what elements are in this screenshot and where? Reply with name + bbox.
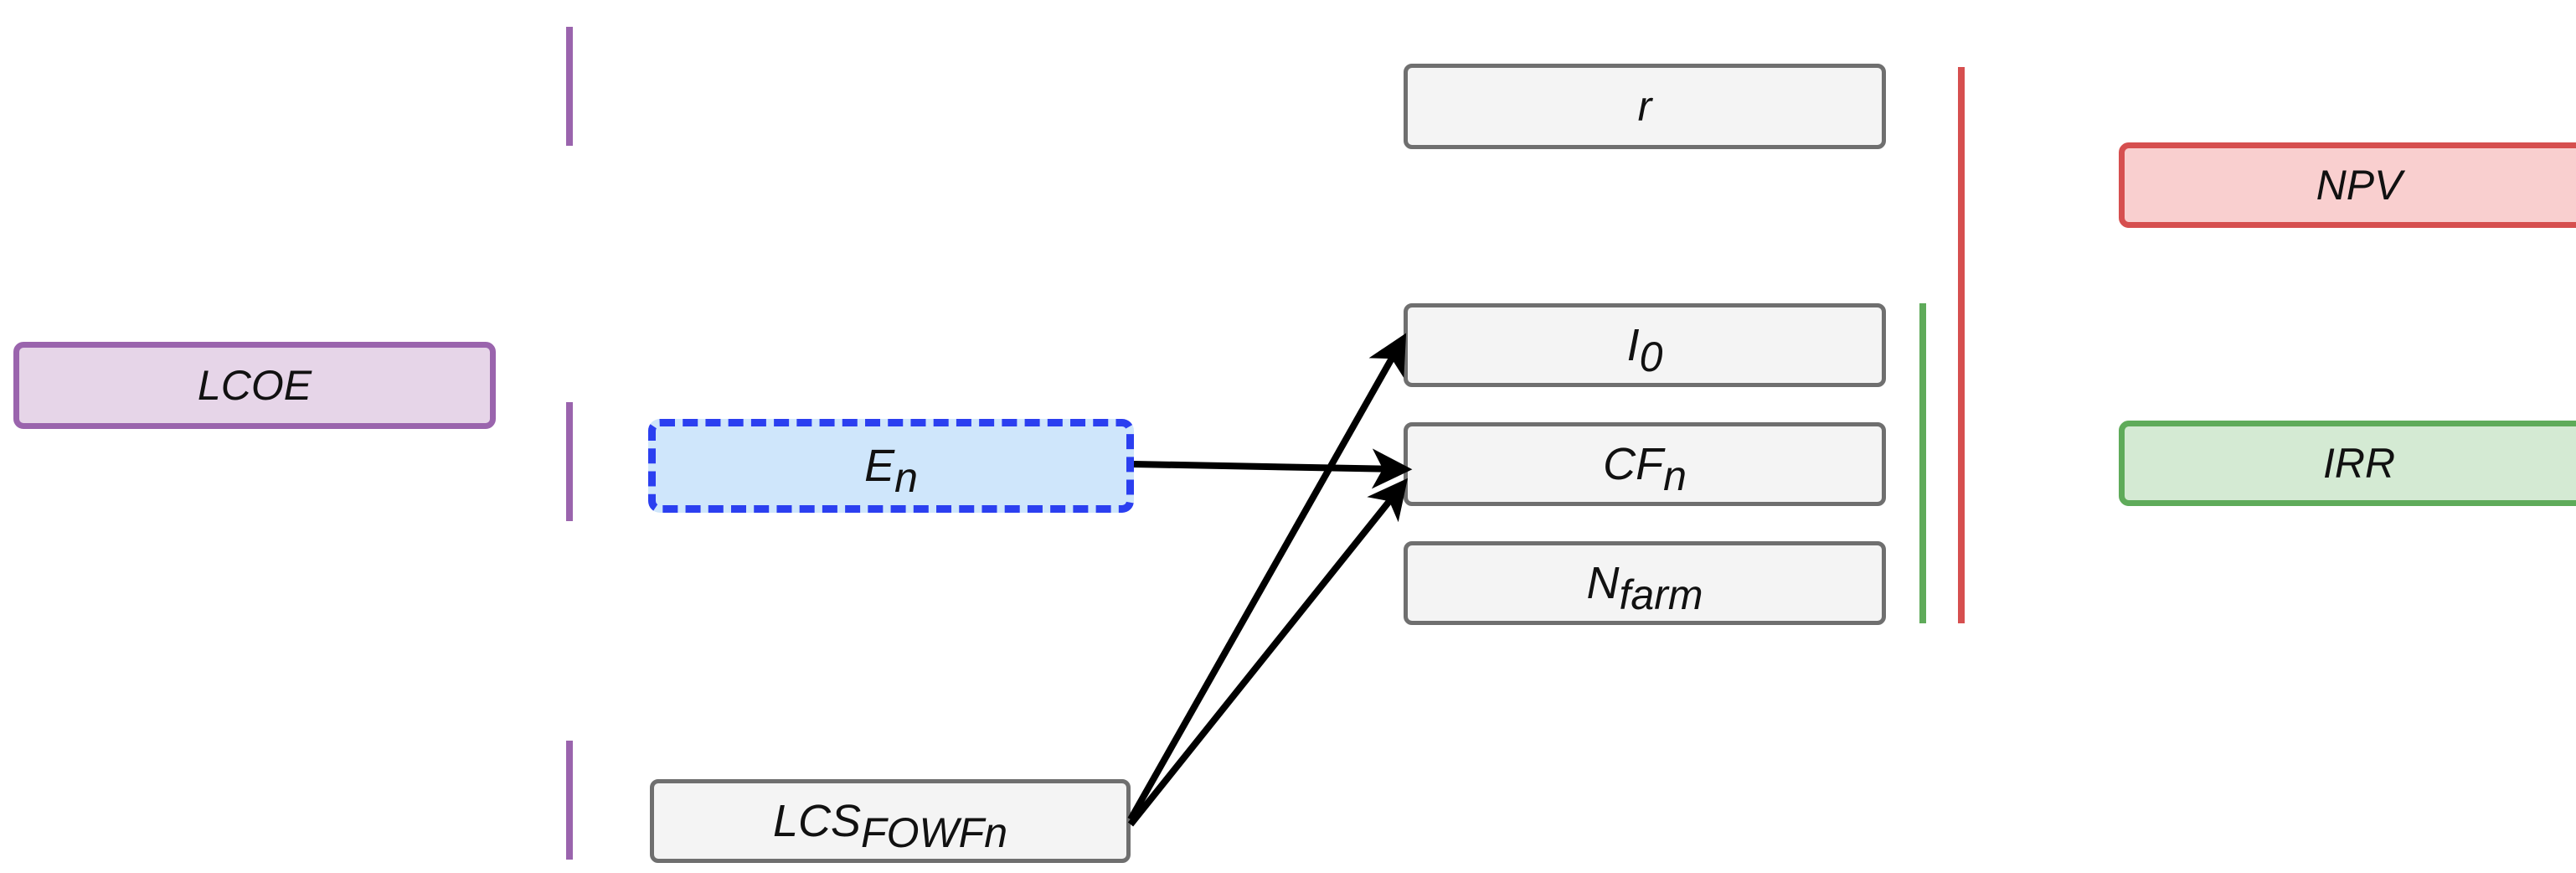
- irr-node: IRR: [2119, 421, 2576, 506]
- nfarm-subscript: farm: [1619, 571, 1703, 618]
- edge-lcs-to-cashflow: [1127, 478, 1409, 827]
- nfarm-symbol: N: [1586, 558, 1620, 608]
- npv-node: NPV: [2119, 142, 2576, 228]
- energy-symbol: E: [864, 441, 895, 491]
- rate-node: r: [1404, 64, 1886, 149]
- rate-label: r: [1637, 83, 1652, 130]
- lcoe-bracket-bottom: [566, 741, 573, 860]
- irr-bracket: [1919, 303, 1926, 623]
- lcs-symbol: LCS: [772, 796, 862, 846]
- npv-bracket: [1958, 67, 1965, 623]
- lcoe-bracket-top: [566, 27, 573, 146]
- cashflow-symbol: CF: [1603, 439, 1664, 489]
- edge-energy-to-cashflow: [1133, 448, 1413, 489]
- lcoe-label: LCOE: [197, 362, 312, 409]
- lcs-subscript: FOWFn: [861, 809, 1008, 856]
- npv-label: NPV: [2316, 162, 2403, 209]
- energy-subscript: n: [894, 454, 918, 501]
- edge-lcs-to-investment: [1127, 333, 1407, 821]
- irr-label: IRR: [2322, 440, 2396, 487]
- investment-symbol: I: [1626, 320, 1640, 370]
- lcoe-node: LCOE: [13, 342, 496, 429]
- investment-subscript: 0: [1639, 333, 1663, 380]
- cashflow-subscript: n: [1663, 452, 1687, 499]
- lcoe-bracket-middle: [566, 402, 573, 521]
